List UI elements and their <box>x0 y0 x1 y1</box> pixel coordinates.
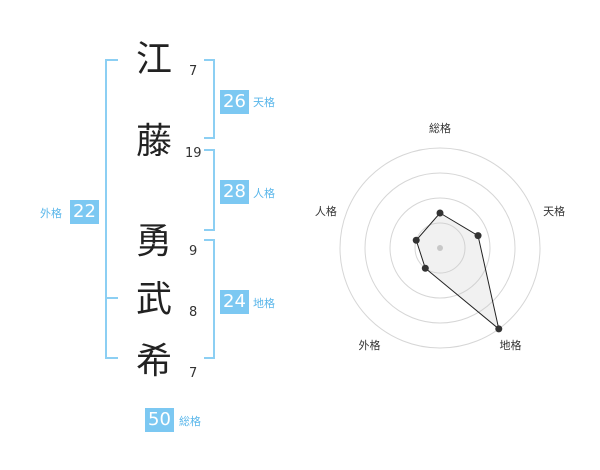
radar-point-2 <box>495 325 503 333</box>
chi-kaku-label: 地格 <box>253 297 275 310</box>
jin-bracket <box>204 149 215 231</box>
gai-kaku-value: 22 <box>70 200 99 224</box>
radar-point-3 <box>421 264 429 272</box>
radar-axis-label-0: 総格 <box>429 121 451 135</box>
radar-axis-label-3: 外格 <box>358 338 380 352</box>
given-char-1: 勇 <box>135 221 172 262</box>
radar-ring-3 <box>364 172 516 324</box>
sou-kaku-value: 50 <box>145 408 174 432</box>
gai-kaku-label: 外格 <box>40 207 62 220</box>
chi-bracket <box>204 239 215 359</box>
radar-axis-label-2: 地格 <box>500 338 522 352</box>
chi-kaku-value: 24 <box>220 290 249 314</box>
sou-kaku-label: 総格 <box>179 415 201 428</box>
given-strokes-1: 9 <box>189 244 198 259</box>
jin-kaku-value: 28 <box>220 180 249 204</box>
jin-kaku-label: 人格 <box>253 187 275 200</box>
radar-axis-label-4: 人格 <box>315 204 337 218</box>
surname-char-1: 江 <box>135 39 172 80</box>
radar-point-1 <box>474 232 482 240</box>
radar-ring-4 <box>339 147 541 349</box>
radar-axis-label-1: 天格 <box>543 204 565 218</box>
radar-series-polygon <box>415 212 500 331</box>
ten-kaku-label: 天格 <box>253 96 275 109</box>
given-char-3: 希 <box>135 341 172 382</box>
given-char-2: 武 <box>135 279 172 320</box>
radar-point-4 <box>412 236 420 244</box>
surname-char-2: 藤 <box>135 121 172 162</box>
ten-bracket <box>204 59 215 139</box>
radar-point-0 <box>436 209 444 217</box>
radar-ring-2 <box>389 197 491 299</box>
surname-strokes-2: 19 <box>185 146 202 161</box>
given-strokes-2: 8 <box>189 305 198 320</box>
radar-ring-1 <box>414 222 466 274</box>
radar-center <box>437 245 443 251</box>
given-strokes-3: 7 <box>189 366 198 381</box>
gai-bracket <box>105 59 118 359</box>
ten-kaku-value: 26 <box>220 90 249 114</box>
surname-strokes-1: 7 <box>189 64 198 79</box>
